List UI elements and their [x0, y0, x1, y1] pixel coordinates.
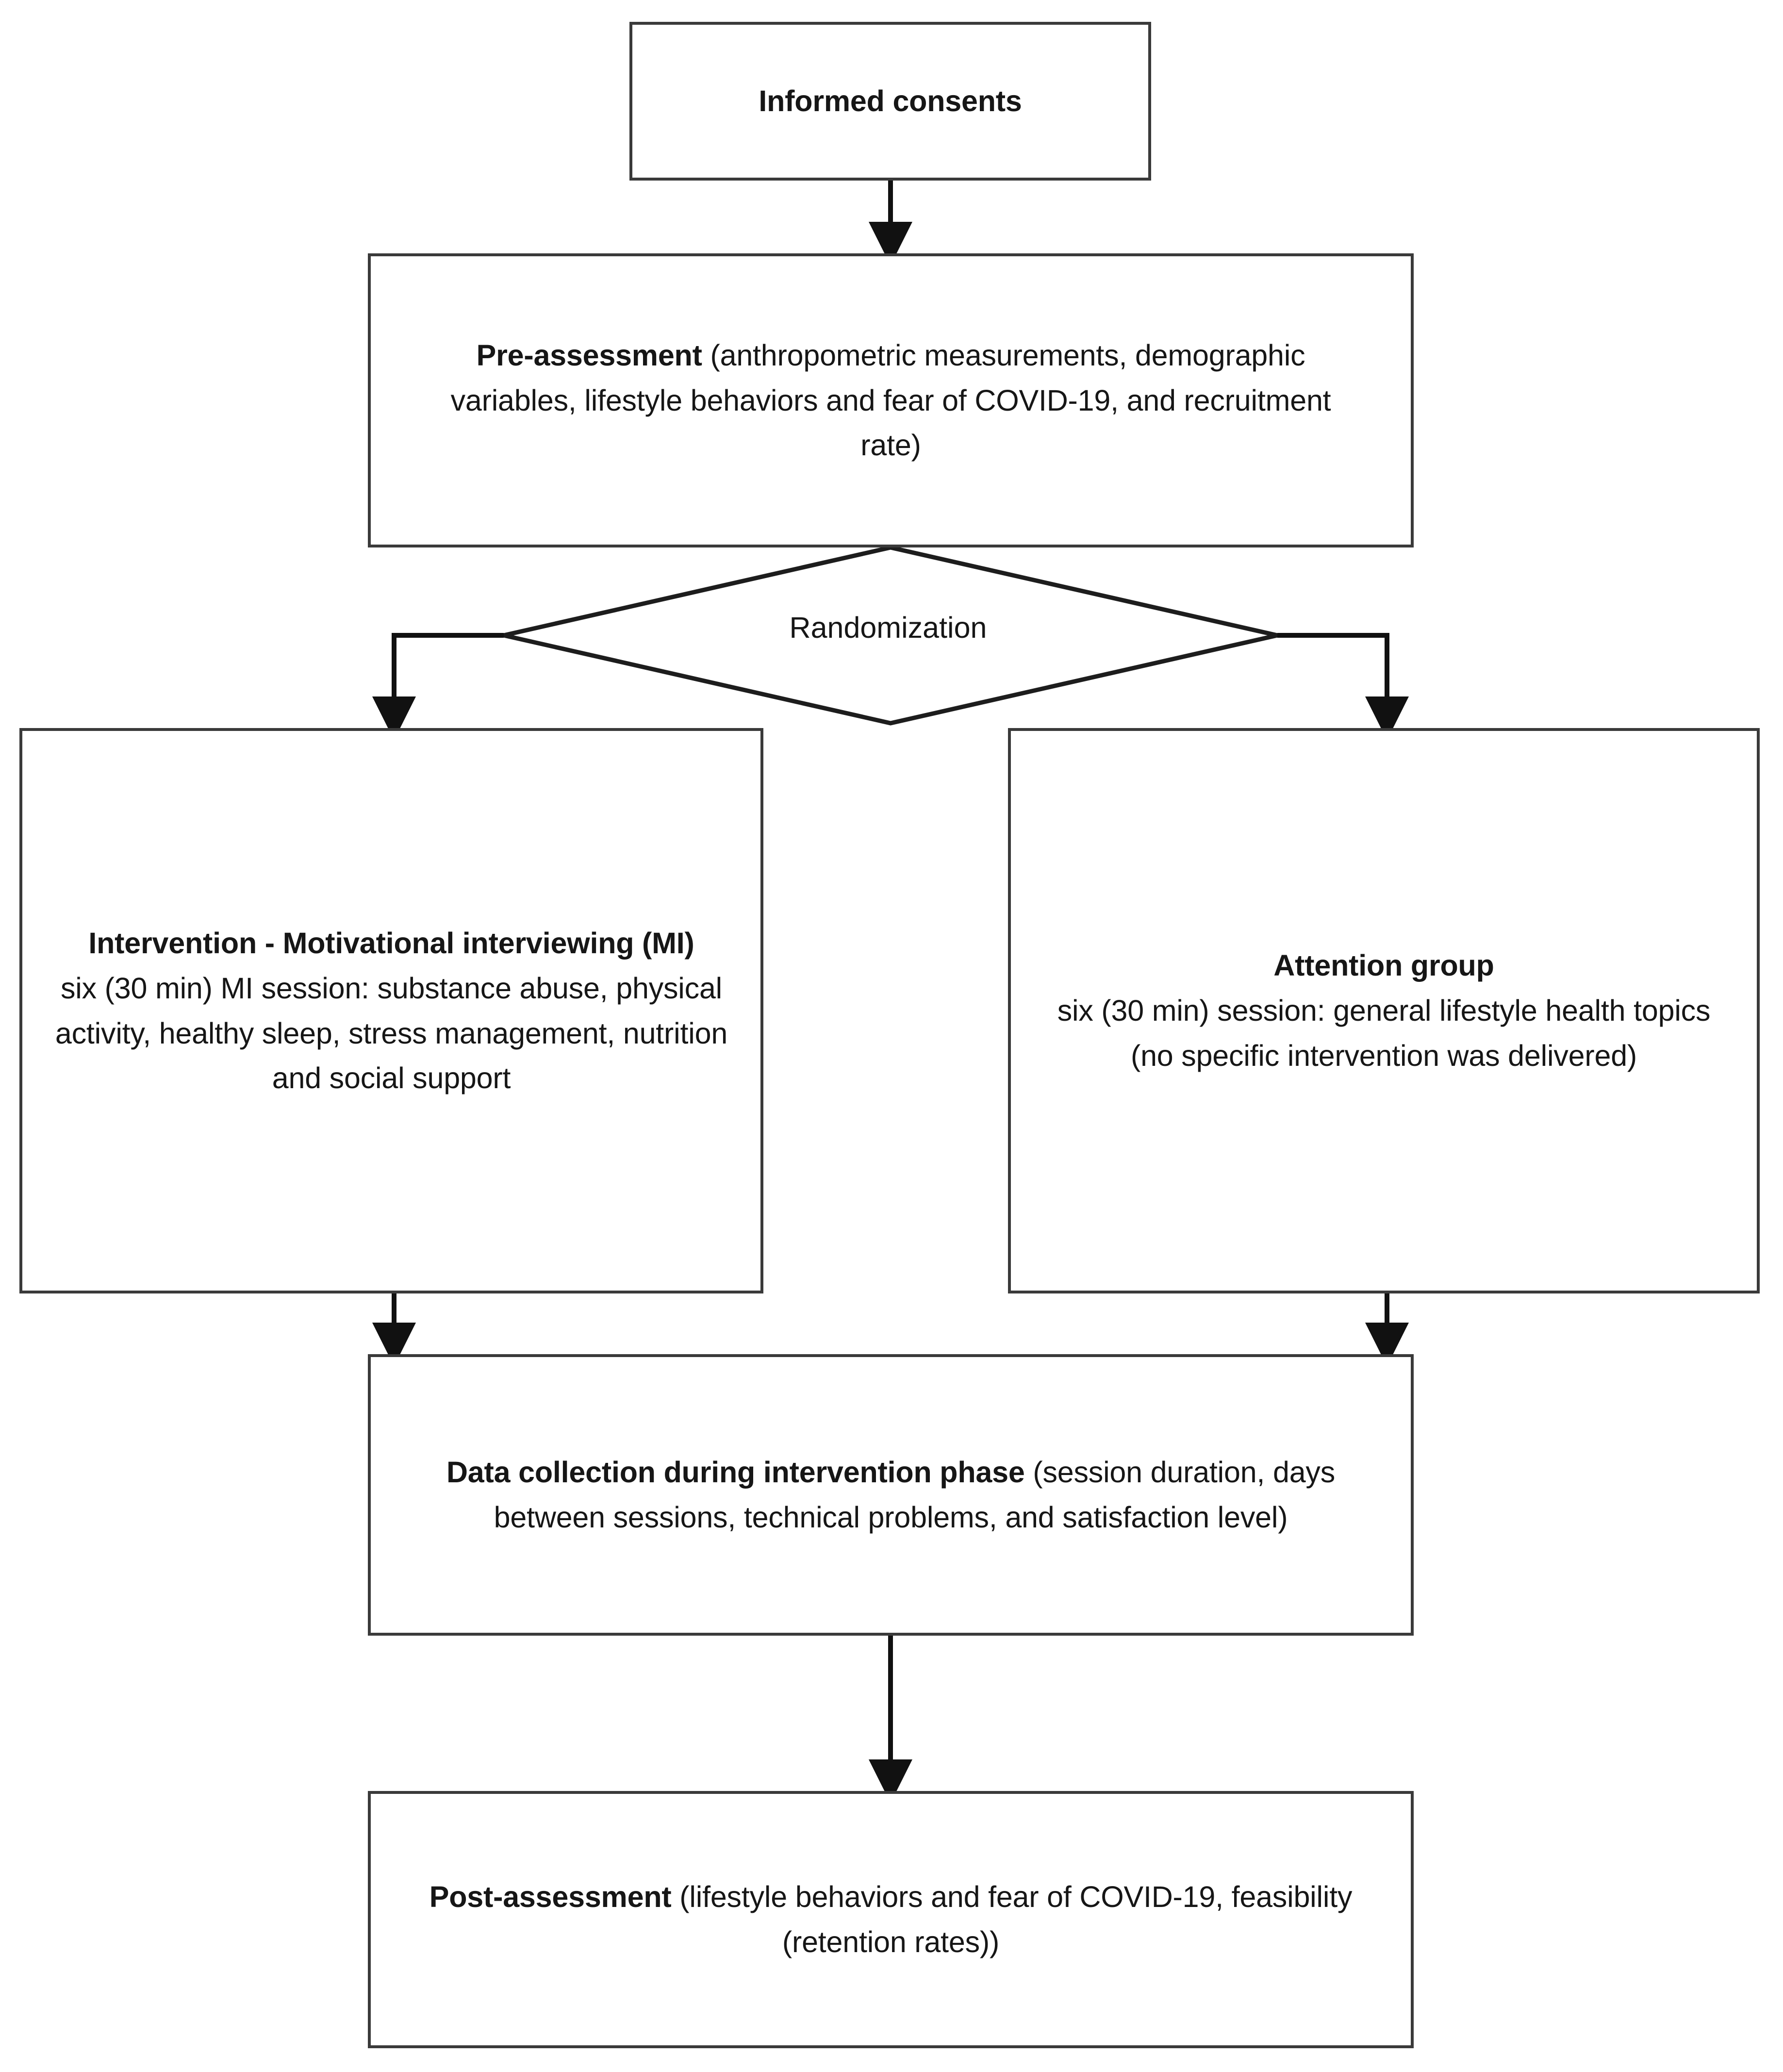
node-pre-assessment: Pre-assessment (anthropometric measureme…: [368, 253, 1414, 547]
node-attention-group-label: Attention group six (30 min) session: gen…: [1011, 943, 1757, 1078]
node-data-collection-plain: (session duration, days between sessions…: [494, 1456, 1336, 1534]
node-data-collection-label: Data collection during intervention phas…: [371, 1450, 1411, 1540]
edge-randomization-to-attention: [1277, 633, 1409, 740]
node-attention-group: Attention group six (30 min) session: gen…: [1008, 728, 1760, 1293]
node-pre-assessment-bold: Pre-assessment: [476, 338, 710, 372]
node-pre-assessment-plain: (anthropometric measurements, demographi…: [450, 338, 1331, 462]
node-pre-assessment-label: Pre-assessment (anthropometric measureme…: [371, 333, 1411, 468]
node-informed-consents-label: Informed consents: [739, 79, 1041, 124]
node-informed-consents-bold: Informed consents: [759, 84, 1022, 118]
node-post-assessment-plain: (lifestyle behaviors and fear of COVID-1…: [679, 1880, 1353, 1958]
node-intervention-mi: Intervention - Motivational interviewing…: [19, 728, 763, 1293]
node-post-assessment: Post-assessment (lifestyle behaviors and…: [368, 1791, 1414, 2048]
node-informed-consents: Informed consents: [629, 22, 1151, 181]
edge-randomization-to-intervention: [372, 633, 504, 740]
node-intervention-mi-label: Intervention - Motivational interviewing…: [22, 921, 760, 1101]
node-intervention-mi-bold: Intervention - Motivational interviewing…: [88, 927, 694, 960]
node-attention-group-plain: six (30 min) session: general lifestyle …: [1057, 994, 1711, 1072]
node-post-assessment-bold: Post-assessment: [429, 1880, 680, 1914]
node-attention-group-bold: Attention group: [1273, 949, 1494, 982]
node-data-collection: Data collection during intervention phas…: [368, 1354, 1414, 1636]
node-post-assessment-label: Post-assessment (lifestyle behaviors and…: [371, 1874, 1411, 1964]
node-data-collection-bold: Data collection during intervention phas…: [446, 1456, 1033, 1489]
node-intervention-mi-plain: six (30 min) MI session: substance abuse…: [55, 971, 728, 1095]
randomization-label: Randomization: [789, 611, 987, 644]
